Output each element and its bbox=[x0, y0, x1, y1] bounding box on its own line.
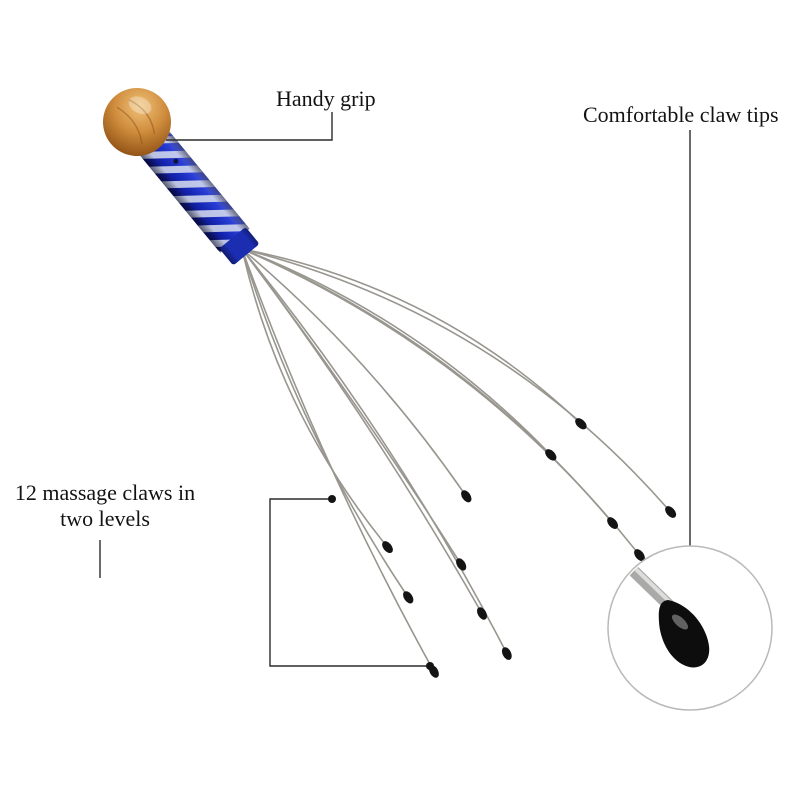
claw-wire bbox=[241, 248, 669, 510]
ball-highlight bbox=[128, 96, 152, 115]
claw-tip bbox=[575, 418, 587, 430]
claw-wire bbox=[241, 248, 549, 453]
level-dots-group bbox=[328, 495, 434, 670]
handy-grip-label: Handy grip bbox=[276, 86, 376, 111]
claw-wire bbox=[241, 248, 433, 669]
handle-shading bbox=[140, 131, 250, 253]
claw-tip bbox=[501, 647, 512, 660]
claw-wire bbox=[241, 248, 481, 611]
claw-wire bbox=[241, 248, 407, 595]
handle-hole bbox=[173, 158, 179, 164]
level-dot bbox=[426, 662, 434, 670]
claw-wire bbox=[241, 248, 460, 562]
claw-wire bbox=[241, 248, 386, 545]
claw-tip bbox=[634, 549, 645, 562]
claw-tip bbox=[382, 541, 393, 554]
wires-group bbox=[241, 248, 669, 669]
magnified-tip-drop bbox=[658, 600, 710, 668]
magnified-tip-gloss bbox=[671, 614, 689, 630]
claw-tips-label: Comfortable claw tips bbox=[583, 102, 779, 127]
level-dot bbox=[328, 495, 336, 503]
claw-wire bbox=[241, 248, 579, 422]
claw-wire bbox=[241, 248, 506, 651]
claw-tip bbox=[607, 517, 619, 529]
magnifier-inset bbox=[607, 545, 773, 711]
massage-claws-label: 12 massage claws in two levels bbox=[14, 480, 196, 531]
handle-group bbox=[103, 88, 259, 265]
claw-tip bbox=[665, 506, 677, 518]
leader-bracket-claws bbox=[269, 498, 428, 667]
handle-collar-shading bbox=[220, 228, 259, 265]
claw-tip bbox=[461, 490, 472, 503]
claw-tip bbox=[477, 607, 487, 620]
tips-group bbox=[382, 418, 677, 678]
leader-line-handy-grip bbox=[166, 112, 333, 141]
claw-tip bbox=[456, 558, 467, 571]
wood-ball bbox=[103, 88, 171, 156]
claw-wire bbox=[241, 248, 611, 521]
claw-tip bbox=[545, 449, 557, 461]
wood-grain bbox=[116, 99, 156, 144]
claw-tip bbox=[403, 591, 414, 604]
claw-wire bbox=[241, 248, 465, 494]
